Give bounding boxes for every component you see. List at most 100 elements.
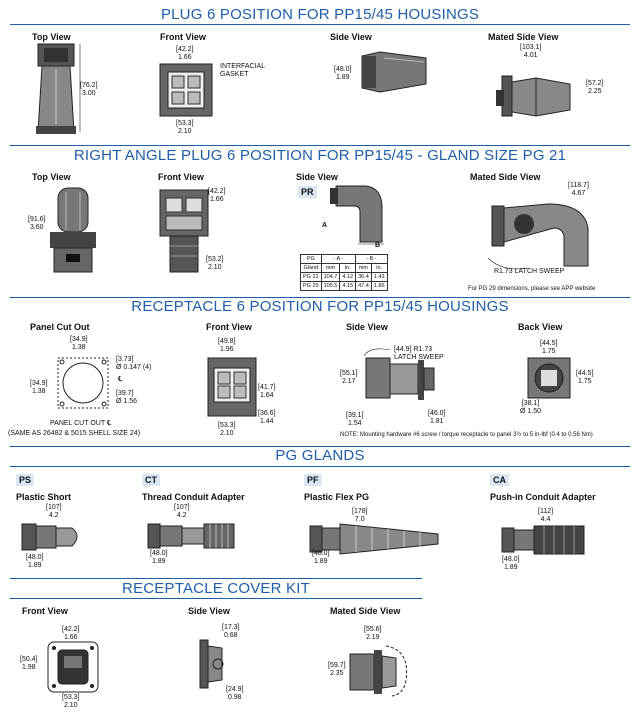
cover-front-width-bottom-dim: [53.3]2.10 (62, 694, 80, 709)
plug-mated-view-drawing (496, 75, 571, 117)
table-header-cell: - A - (320, 254, 357, 264)
gland-height-dim-ca: [48.0]1.89 (502, 556, 520, 571)
ra-front-view-drawing (159, 189, 209, 273)
table-cell: 4.12 (339, 272, 357, 282)
gland-name-ps: Plastic Short (16, 492, 72, 502)
rec-back-height-dim: [44.5]1.75 (576, 370, 594, 385)
gland-width-dim-ct: [107]4.2 (174, 504, 190, 519)
section-rule (10, 578, 422, 579)
gland-code-ps: PS (16, 474, 35, 486)
section-rule (10, 598, 422, 599)
table-header-cell: PG (300, 254, 322, 264)
ra-part-code-badge: PR (298, 186, 317, 198)
gland-height-dim-ct: [48.0]1.89 (150, 550, 168, 565)
table-header-cell: Gland (300, 263, 322, 273)
ra-latch-sweep-label: R1.73 LATCH SWEEP (494, 268, 565, 275)
plug-mated-height-dim: [57.2]2.25 (586, 80, 604, 95)
gland-ps-drawing (21, 523, 78, 551)
plug-side-view-label: Side View (330, 32, 372, 42)
cover-side-width-bottom-dim: [24.9]0.98 (226, 686, 244, 701)
gland-code-ct: CT (142, 474, 160, 486)
rec-same-as-note: (SAME AS 26482 & 5015 SHELL SIZE 24) (8, 430, 141, 437)
rec-hole-dim: [3.73]Ø 0.147 (4) (116, 356, 152, 371)
table-cell: 1.43 (370, 272, 388, 282)
cover-front-width-top-dim: [42.2]1.66 (62, 626, 80, 641)
rec-back-view-drawing (527, 357, 571, 399)
section-rule (10, 145, 630, 146)
ra-top-view-label: Top View (32, 172, 71, 182)
table-row: PG 29 105.5 4.15 47.4 1.86 (300, 281, 388, 291)
section-title-glands: PG GLANDS (275, 447, 365, 464)
rec-panel-cutout-drawing (57, 357, 109, 409)
rec-cutout-label: PANEL CUT OUT ℄ (50, 420, 112, 427)
gland-name-ca: Push-in Conduit Adapter (490, 492, 596, 502)
cover-mated-width-dim: [55.6]2.19 (364, 626, 382, 641)
section-rule (10, 466, 630, 467)
gland-name-pf: Plastic Flex PG (304, 492, 370, 502)
table-header-row: PG - A - - B - (300, 254, 388, 264)
section-title-plug: PLUG 6 POSITION FOR PP15/45 HOUSINGS (160, 6, 480, 23)
rec-side-width1-dim: [39.1]1.54 (346, 412, 364, 427)
cover-front-view-label: Front View (22, 606, 68, 616)
cover-side-view-drawing (199, 639, 224, 689)
table-cell: 105.5 (320, 281, 341, 291)
ra-top-view-drawing (50, 187, 96, 273)
table-cell: 4.15 (339, 281, 357, 291)
rec-front-width-top-dim: [49.8]1.96 (218, 338, 236, 353)
table-header-cell: mm (320, 263, 341, 273)
plug-top-dim-line (79, 44, 81, 132)
rec-front-width-bottom-dim: [53.3]2.10 (218, 422, 236, 437)
ra-dim-a: A (322, 222, 328, 229)
rec-mounting-note: NOTE: Mounting hardware #6 screw / torqu… (340, 432, 593, 438)
ra-front-view-label: Front View (158, 172, 204, 182)
plug-side-view-drawing (361, 51, 427, 93)
ra-top-height-dim: [91.6]3.60 (28, 216, 46, 231)
rec-front-height-dim: [41.7]1.64 (258, 384, 276, 399)
gland-name-ct: Thread Conduit Adapter (142, 492, 245, 502)
gland-ct-drawing (147, 523, 235, 549)
cover-side-view-label: Side View (188, 606, 230, 616)
rec-side-width2-dim: [46.0]1.81 (428, 410, 446, 425)
rec-back-width-dim: [44.5]1.75 (540, 340, 558, 355)
table-header-cell: in. (339, 263, 357, 273)
rec-front-view-drawing (207, 357, 257, 417)
table-cell: 1.86 (370, 281, 388, 291)
table-header-cell: mm (355, 263, 372, 273)
rec-side-height-dim: [55.1]2.17 (340, 370, 358, 385)
ra-front-height-dim: [53.2]2.10 (206, 256, 224, 271)
table-cell: 104.7 (320, 272, 341, 282)
section-title-receptacle: RECEPTACLE 6 POSITION FOR PP15/45 HOUSIN… (131, 298, 509, 315)
plug-side-height-dim: [48.0]1.89 (334, 66, 352, 81)
plug-top-view-label: Top View (32, 32, 71, 42)
rec-panel-height-dim: [34.9]1.38 (30, 380, 48, 395)
plug-mated-width-dim: [103.1]4.01 (520, 44, 542, 59)
gland-code-ca: CA (490, 474, 509, 486)
ra-side-view-drawing (330, 185, 384, 245)
rec-front-view-label: Front View (206, 322, 252, 332)
table-cell: PG 29 (300, 281, 322, 291)
plug-mated-view-label: Mated Side View (488, 32, 559, 42)
cover-mated-view-drawing (349, 645, 408, 697)
table-header-cell: - B - (355, 254, 388, 264)
gland-height-dim-pf: [48.0]1.89 (312, 550, 330, 565)
gland-width-dim-ca: [112]4.4 (538, 508, 554, 523)
gland-width-dim-pf: [178]7.0 (352, 508, 368, 523)
rec-front-height2-dim: [36.6]1.44 (258, 410, 276, 425)
cover-mated-height-dim: [59.7]2.35 (328, 662, 346, 677)
cover-front-view-drawing (47, 641, 99, 693)
plug-front-width-top-dim: [42.2]1.66 (176, 46, 194, 61)
ra-mated-view-drawing (487, 203, 589, 270)
gland-height-dim-ps: [48.0]1.89 (26, 554, 44, 569)
rec-back-view-label: Back View (518, 322, 563, 332)
plug-top-height-dim: [76.2]3.00 (80, 82, 98, 97)
gland-pf-drawing (309, 523, 439, 555)
gland-code-pf: PF (304, 474, 322, 486)
table-cell: 47.4 (355, 281, 372, 291)
plug-front-view-label: Front View (160, 32, 206, 42)
ra-dim-b: B (375, 242, 381, 249)
rec-panel-width-dim: [34.9]1.38 (70, 336, 88, 351)
cover-mated-view-label: Mated Side View (330, 606, 401, 616)
table-row: PG 21 104.7 4.12 36.4 1.43 (300, 272, 388, 282)
